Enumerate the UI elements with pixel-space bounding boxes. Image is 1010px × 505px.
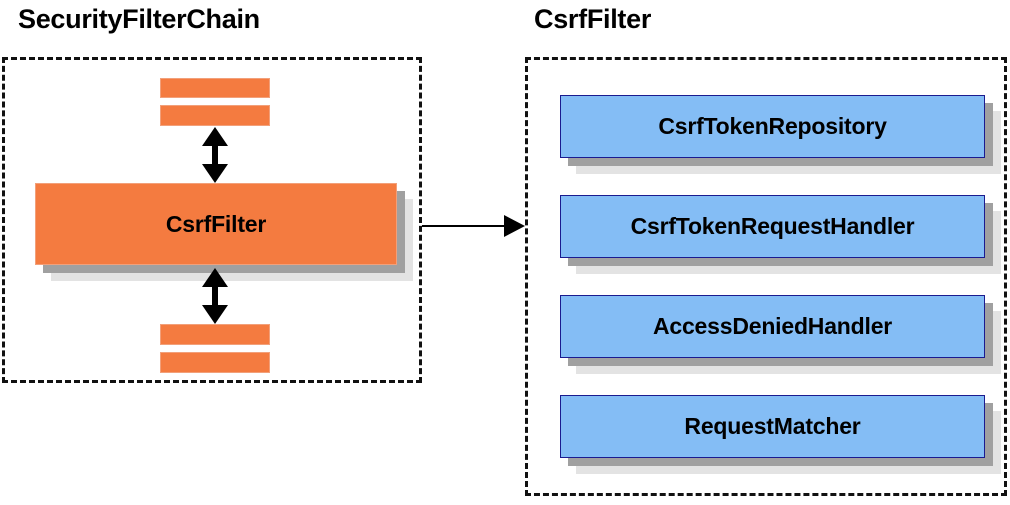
filter-sliver-top-2 [160, 105, 270, 126]
csrf-filter-detail-container [525, 57, 1007, 496]
collaborator-face: CsrfTokenRepository [560, 95, 985, 158]
collaborator-face: RequestMatcher [560, 395, 985, 458]
security-filter-chain-container [2, 57, 422, 383]
collaborator-box-access-denied-handler: AccessDeniedHandler [560, 295, 1001, 374]
filter-sliver-bottom-1 [160, 324, 270, 345]
collaborator-label: CsrfTokenRequestHandler [630, 213, 915, 239]
collaborator-face: AccessDeniedHandler [560, 295, 985, 358]
panel-title-security-filter-chain: SecurityFilterChain [18, 4, 260, 34]
arrow-csrffilter-to-detail [422, 215, 527, 237]
collaborator-box-csrf-token-request-handler: CsrfTokenRequestHandler [560, 195, 1001, 274]
csrffilter-box: CsrfFilter [35, 183, 413, 281]
csrffilter-box-label: CsrfFilter [165, 210, 267, 237]
filter-sliver-bottom-2 [160, 352, 270, 373]
collaborator-box-request-matcher: RequestMatcher [560, 395, 1001, 474]
collaborator-label: AccessDeniedHandler [652, 313, 893, 339]
panel-title-csrf-filter: CsrfFilter [534, 4, 652, 34]
collaborator-label: RequestMatcher [684, 413, 861, 439]
collaborator-box-csrf-token-repository: CsrfTokenRepository [560, 95, 1001, 174]
csrffilter-box-face: CsrfFilter [35, 183, 397, 265]
filter-sliver-top-1 [160, 78, 270, 98]
collaborator-label: CsrfTokenRepository [658, 113, 887, 139]
collaborator-face: CsrfTokenRequestHandler [560, 195, 985, 258]
